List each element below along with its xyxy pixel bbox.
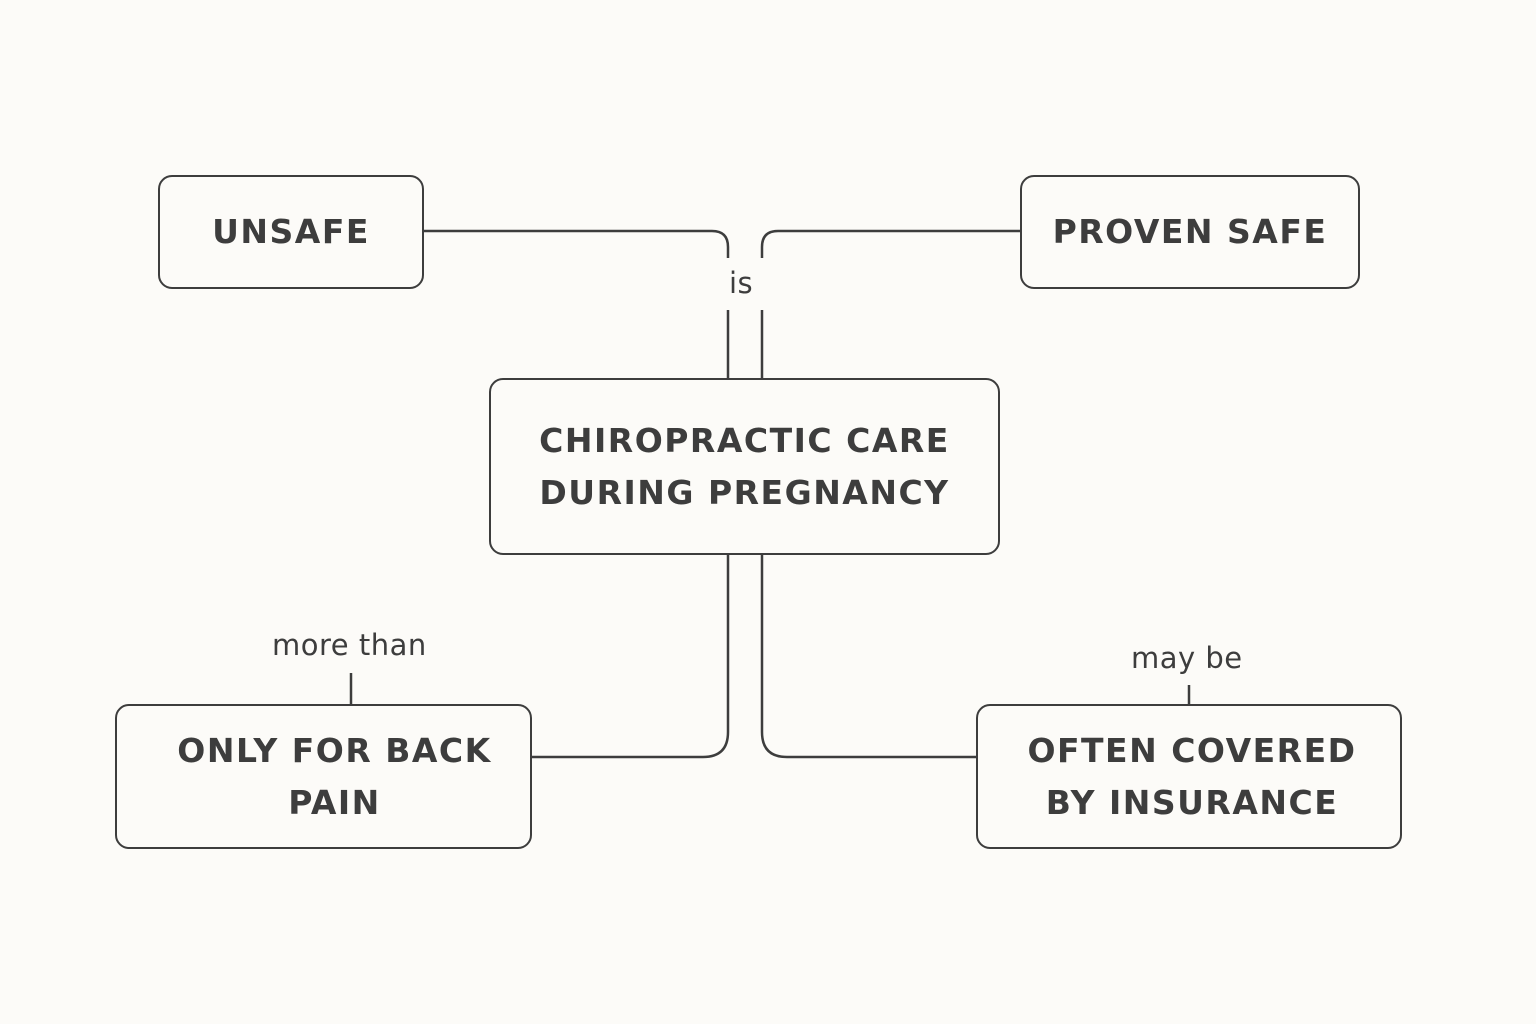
insurance-line-1: OFTEN COVERED (1027, 730, 1357, 770)
node-often-covered-by-insurance: OFTEN COVERED BY INSURANCE (976, 704, 1402, 849)
node-only-for-back-pain: ONLY FOR BACK PAIN (115, 704, 532, 849)
back-pain-line-2: PAIN (288, 782, 381, 822)
central-topic-line-2: DURING PREGNANCY (539, 472, 950, 512)
connector-unsafe (424, 229, 730, 258)
edge-label-more-than: more than (272, 628, 427, 662)
edge-label-may-be: may be (1131, 641, 1243, 675)
node-unsafe: UNSAFE (158, 175, 424, 289)
connector-insurance (760, 555, 976, 759)
node-unsafe-label: UNSAFE (212, 212, 370, 251)
insurance-line-2: BY INSURANCE (1045, 782, 1339, 822)
back-pain-line-1: ONLY FOR BACK (177, 730, 492, 770)
node-proven-safe-label: PROVEN SAFE (1052, 212, 1328, 251)
central-topic-line-1: CHIROPRACTIC CARE (539, 420, 950, 460)
connector-back-pain (532, 555, 730, 759)
node-proven-safe: PROVEN SAFE (1020, 175, 1360, 289)
connector-proven-safe (760, 229, 1020, 258)
edge-label-is: is (729, 266, 754, 300)
node-central-topic: CHIROPRACTIC CARE DURING PREGNANCY (489, 378, 1000, 555)
